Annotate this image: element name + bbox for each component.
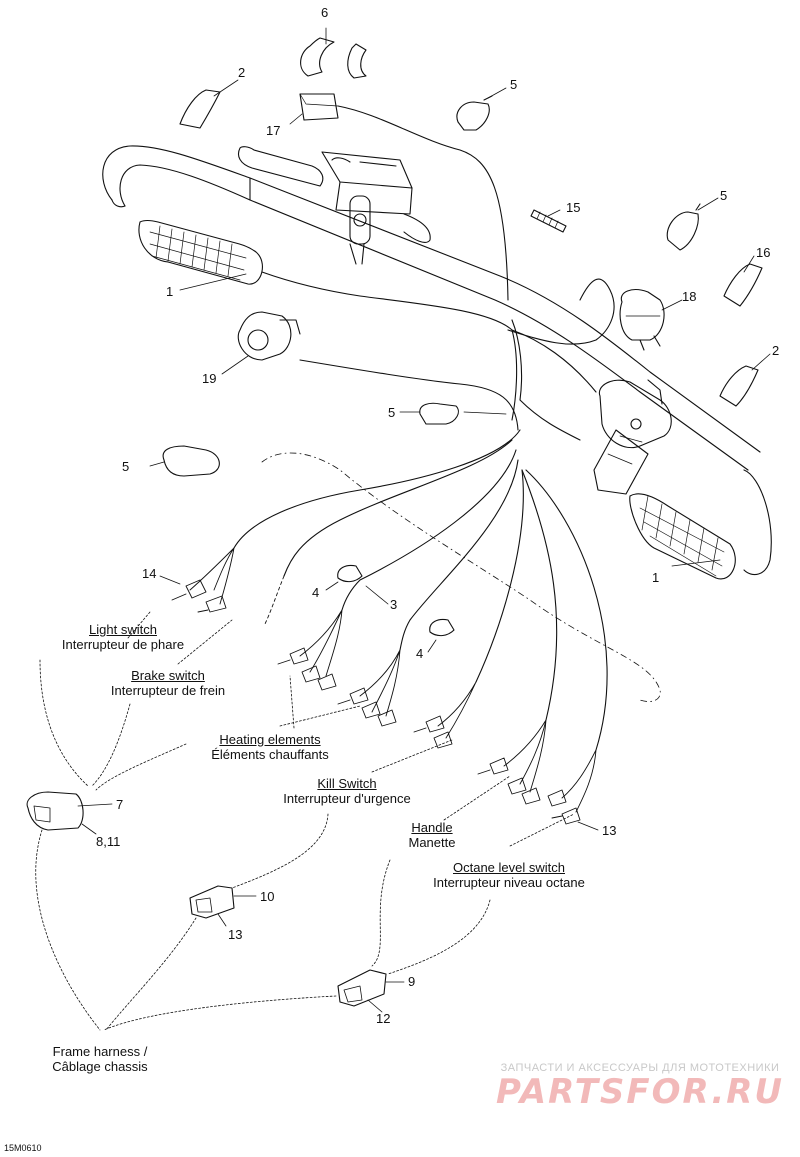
callout-4: 4 [312,585,320,600]
cable-tie-5d [162,445,220,477]
callout-17: 17 [266,123,281,138]
connector-17 [299,93,509,301]
callout-16: 16 [756,245,771,260]
clip-4b [429,618,455,637]
label-frame-harness-en: Frame harness / [52,1044,148,1059]
callout-5: 5 [122,459,130,474]
label-heating-elements-fr: Éléments chauffants [211,747,329,762]
label-brake-switch: Brake switch Interrupteur de frein [70,668,266,698]
left-grip [138,219,263,285]
label-frame-harness-fr: Câblage chassis [52,1059,148,1074]
diagram-code: 15M0610 [4,1143,42,1153]
cable-tie-5b [666,203,701,251]
clamps-6 [300,37,367,79]
callout-7: 7 [116,797,124,812]
callout-5: 5 [388,405,396,420]
label-handle-fr: Manette [408,835,456,850]
screw-15 [530,209,567,233]
label-heating-elements: Heating elements Éléments chauffants [176,732,364,762]
label-handle: Handle Manette [392,820,472,850]
label-brake-switch-en: Brake switch [131,668,205,683]
callout-1: 1 [166,284,174,299]
watermark-brand: PARTSFOR.RU [495,1072,785,1112]
pin-terminals [171,547,597,825]
connector-housing-7 [26,791,84,831]
clip-4a [337,564,363,583]
label-light-switch: Light switch Interrupteur de phare [28,622,218,652]
label-handle-en: Handle [411,820,453,835]
wiring-harness [233,271,615,751]
label-light-switch-fr: Interrupteur de phare [61,637,185,652]
label-octane-switch-en: Octane level switch [453,860,565,875]
label-kill-switch: Kill Switch Interrupteur d'urgence [254,776,440,806]
label-octane-switch-fr: Interrupteur niveau octane [433,875,585,890]
label-kill-switch-en: Kill Switch [317,776,377,791]
switch-19 [237,311,301,361]
callout-13: 13 [602,823,617,838]
connector-housing-9 [337,969,387,1007]
callout-15: 15 [566,200,581,215]
callout-2: 2 [238,65,246,80]
watermark-tagline: ЗАПЧАСТИ И АКСЕССУАРЫ ДЛЯ МОТОТЕХНИКИ [500,1062,780,1074]
leader-lines [77,27,771,1013]
callout-19: 19 [202,371,217,386]
harness-loop-outline [261,452,661,702]
switch-18 [619,289,665,351]
label-arrows [35,611,575,1031]
cable-tie-5a [456,95,493,131]
callout-6: 6 [321,5,329,20]
callout-3: 3 [390,597,398,612]
connector-housing-10 [189,885,235,919]
throttle-housing [593,379,672,495]
tube-16 [723,263,763,307]
callout-12: 12 [376,1011,391,1026]
watermark: ЗАПЧАСТИ И АКСЕССУАРЫ ДЛЯ МОТОТЕХНИКИ PA… [490,1062,790,1110]
label-brake-switch-fr: Interrupteur de frein [110,683,226,698]
callout-2: 2 [772,343,780,358]
right-grip [629,469,772,580]
callout-4: 4 [416,646,424,661]
callout-1: 1 [652,570,660,585]
label-light-switch-en: Light switch [89,622,157,637]
callout-13: 13 [228,927,243,942]
cable-tie-5c [419,402,459,425]
callout-5: 5 [720,188,728,203]
tube-2-right [719,365,759,407]
callout-10: 10 [260,889,275,904]
callout-14: 14 [142,566,157,581]
callout-18: 18 [682,289,697,304]
label-frame-harness: Frame harness / Câblage chassis [30,1044,170,1074]
callout-5: 5 [510,77,518,92]
handlebar [102,145,761,471]
callout-8-11: 8,11 [96,834,121,849]
label-heating-elements-en: Heating elements [219,732,321,747]
label-kill-switch-fr: Interrupteur d'urgence [283,791,411,806]
label-octane-switch: Octane level switch Interrupteur niveau … [404,860,614,890]
callout-9: 9 [408,974,416,989]
brake-master-cylinder [237,146,431,265]
